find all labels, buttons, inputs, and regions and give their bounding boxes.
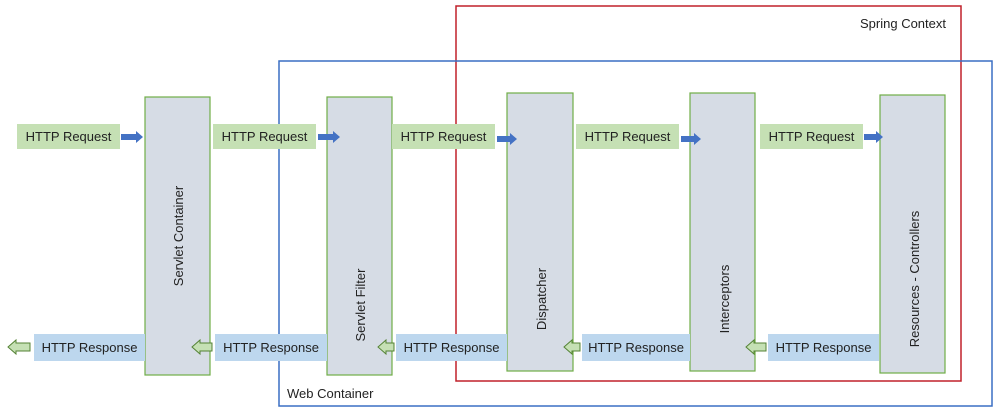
spring-context-frame — [455, 5, 962, 382]
request-arrow-icon — [497, 133, 517, 145]
web-container-label: Web Container — [287, 386, 374, 401]
response-arrow-icon — [191, 338, 213, 356]
response-label-3: HTTP Response — [396, 334, 507, 361]
response-label-2: HTTP Response — [215, 334, 327, 361]
component-label: Resources - Controllers — [907, 210, 922, 347]
response-label-5: HTTP Response — [768, 334, 879, 361]
component-resources-controllers: Resources - Controllers — [879, 94, 946, 374]
svg-text:HTTP Request: HTTP Request — [401, 129, 487, 144]
request-arrow-icon — [121, 131, 143, 143]
web-container-frame — [278, 60, 993, 407]
response-arrow-icon — [7, 338, 31, 356]
svg-text:HTTP Request: HTTP Request — [769, 129, 855, 144]
request-label-1: HTTP Request — [17, 124, 120, 149]
component-label: Servlet Filter — [353, 268, 368, 342]
request-arrow-icon — [864, 131, 883, 143]
svg-text:HTTP Response: HTTP Response — [776, 340, 872, 355]
spring-context-label: Spring Context — [860, 16, 946, 31]
request-label-2: HTTP Request — [213, 124, 316, 149]
component-servlet-filter: Servlet Filter — [326, 96, 393, 376]
svg-text:HTTP Request: HTTP Request — [585, 129, 671, 144]
response-label-1: HTTP Response — [34, 334, 145, 361]
svg-text:HTTP Response: HTTP Response — [404, 340, 500, 355]
request-arrow-icon — [318, 131, 340, 143]
component-label: Dispatcher — [534, 267, 549, 330]
component-label: Interceptors — [717, 264, 732, 333]
request-arrow-icon — [681, 133, 701, 145]
svg-text:HTTP Response: HTTP Response — [42, 340, 138, 355]
response-arrow-icon — [563, 338, 581, 356]
svg-text:HTTP Request: HTTP Request — [222, 129, 308, 144]
svg-text:HTTP Response: HTTP Response — [223, 340, 319, 355]
response-label-4: HTTP Response — [582, 334, 690, 361]
response-arrow-icon — [745, 338, 767, 356]
svg-text:HTTP Response: HTTP Response — [588, 340, 684, 355]
request-label-5: HTTP Request — [760, 124, 863, 149]
component-dispatcher: Dispatcher — [506, 92, 574, 372]
svg-text:HTTP Request: HTTP Request — [26, 129, 112, 144]
request-label-4: HTTP Request — [576, 124, 679, 149]
component-servlet-container: Servlet Container — [144, 96, 211, 376]
component-interceptors: Interceptors — [689, 92, 756, 372]
request-label-3: HTTP Request — [392, 124, 495, 149]
component-label: Servlet Container — [171, 185, 186, 286]
response-arrow-icon — [377, 338, 395, 356]
